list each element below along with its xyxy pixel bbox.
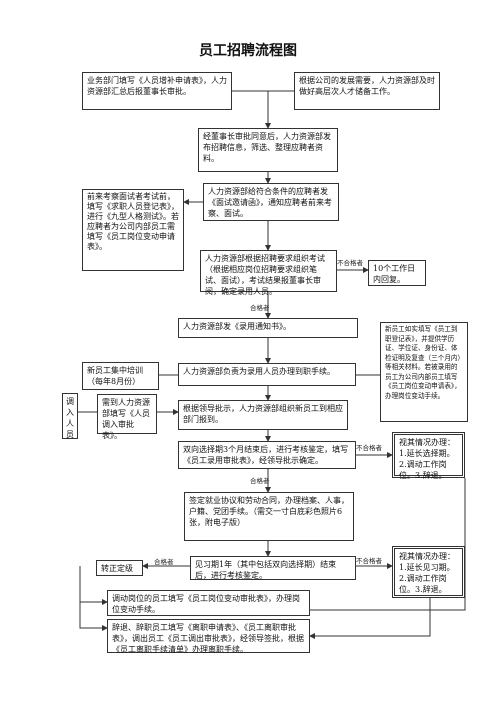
transfer-in-label: 调入人员: [62, 393, 78, 439]
visit-note-box: 前来考察面试者考试前，填写《求职人员登记表》，进行《九型人格测试》。若应聘者为公…: [82, 189, 184, 271]
reply-box: 10个工作日内回复。: [368, 260, 426, 286]
report-box: 根据领导批示，人力资源部组织新员工到相应部门报到。: [178, 400, 348, 430]
intern-box: 见习期1年（其中包括双向选择期）结束后，进行考核鉴定。: [190, 556, 356, 580]
transfer-note-box: 需到人力资源部填写《人员调入审批表》。: [97, 394, 157, 440]
chairman-approve-box: 经董事长审批同意后，人力资源部发布招聘信息，筛选、整理应聘者资料。: [198, 128, 338, 172]
decide-box-1: 视其情况办理：1.延长选择期。2.调动工作岗位。3.辞退。: [392, 432, 465, 480]
organize-tests-box: 人力资源部根据招聘要求组织考试（根据相应岗位招聘要求组织笔试、面试），考试结果报…: [200, 250, 337, 296]
offer-box: 人力资源部发《录用通知书》。: [178, 318, 358, 338]
fail-label-1: 不合格者: [337, 259, 363, 267]
pass-label-1: 合格者: [250, 304, 270, 312]
dept-request-box: 业务部门填写《人员增补申请表》，人力资源部汇总后报董事长审批。: [82, 72, 232, 110]
pass-label-2: 合格者: [250, 477, 270, 485]
decide-box-2: 视其情况办理：1.延长见习期。2.调动工作岗位。3.辞退。: [392, 546, 465, 598]
probation-box: 双向选择期3个月结束后，进行考核鉴定，填写《员工录用审批表》，经领导批示确定。: [178, 441, 356, 469]
pass-label-3: 合格者: [154, 558, 174, 566]
regular-box: 转正定级: [96, 560, 143, 576]
job-change-box: 调动岗位的员工填写《员工岗位变动审批表》，办理岗位变动手续。: [107, 590, 310, 616]
training-box: 新员工集中培训（每年8月份）: [82, 362, 159, 390]
hr-reserve-box: 根据公司的发展需要，人力资源部及时做好高层次人才储备工作。: [294, 72, 440, 110]
onboard-box: 人力资源部负责为录用人员办理到职手续。: [178, 363, 356, 386]
contract-box: 签定就业协议和劳动合同，办理档案、人事，户籍、党团手续。（需交一寸白底彩色照片6…: [184, 492, 354, 541]
page-title: 员工招聘流程图: [199, 43, 297, 59]
notify-interview-box: 人力资源部给符合条件的应聘者发《面试邀请函》，通知应聘者前来考察、面试。: [203, 183, 339, 221]
docs-note-box: 新员工如实填写《员工到职登记表》，并提供学历证、学位证、身份证、体检证明及复查（…: [380, 322, 468, 422]
fail-label-2: 不合格者: [356, 444, 382, 452]
resign-box: 辞退、辞职员工填写《离职申请表》、《员工离职审批表》，调出员工《员工调出审批表》…: [107, 619, 310, 654]
fail-label-3: 不合格者: [356, 557, 382, 565]
